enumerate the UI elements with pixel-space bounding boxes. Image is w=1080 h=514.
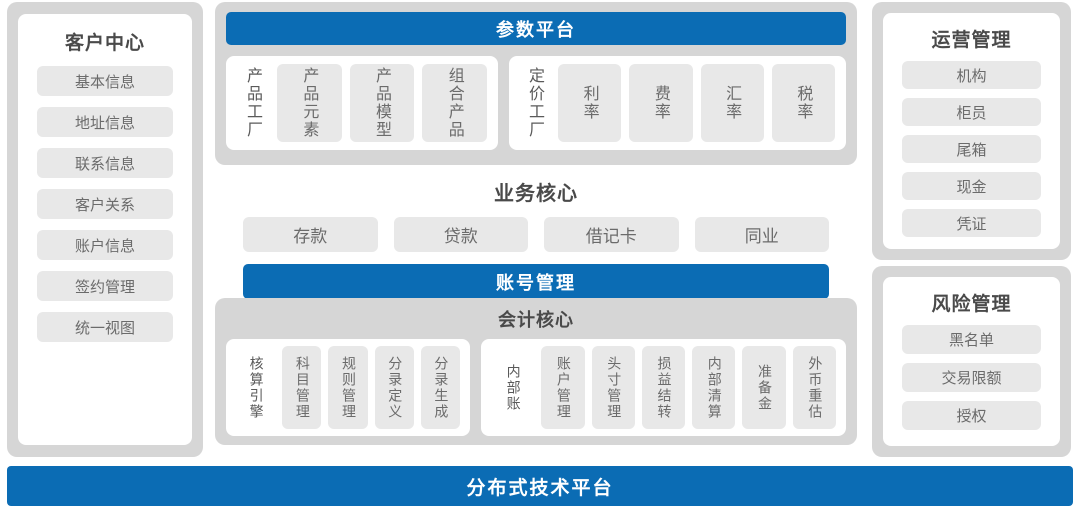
middle-column: 参数平台 产品工厂 产品元素 产品模型 组合产品 定价工厂 利率 费率 汇率 税… xyxy=(215,2,857,457)
customer-center-item-contact-info[interactable]: 联系信息 xyxy=(37,148,173,178)
customer-center-item-unified-view[interactable]: 统一视图 xyxy=(37,312,173,342)
customer-center-card: 客户中心 基本信息 地址信息 联系信息 客户关系 账户信息 签约管理 统一视图 xyxy=(18,14,192,445)
risk-card: 风险管理 黑名单 交易限额 授权 xyxy=(883,277,1060,446)
accounting-engine-item-entry-generation[interactable]: 分录生成 xyxy=(420,346,461,429)
distributed-tech-platform-bar[interactable]: 分布式技术平台 xyxy=(7,466,1073,506)
operations-item-teller[interactable]: 柜员 xyxy=(902,98,1041,126)
product-factory-group: 产品工厂 产品元素 产品模型 组合产品 xyxy=(226,56,498,150)
accounting-engine-item-subject-mgmt[interactable]: 科目管理 xyxy=(282,346,322,429)
product-factory-item-product-element[interactable]: 产品元素 xyxy=(277,64,342,142)
internal-account-group: 内部账 账户管理 头寸管理 损益结转 内部清算 准备金 外币重估 xyxy=(481,339,846,436)
accounting-engine-item-entry-definition[interactable]: 分录定义 xyxy=(374,346,414,429)
business-core-section: 业务核心 存款 贷款 借记卡 同业 账号管理 xyxy=(215,165,857,299)
operations-title: 运营管理 xyxy=(931,29,1012,51)
customer-center-item-address-info[interactable]: 地址信息 xyxy=(37,107,173,137)
pricing-factory-item-exchange-rate[interactable]: 汇率 xyxy=(700,64,764,142)
customer-center-item-account-info[interactable]: 账户信息 xyxy=(37,230,173,260)
internal-account-item-fx-revaluation[interactable]: 外币重估 xyxy=(792,346,836,429)
operations-item-cash[interactable]: 现金 xyxy=(902,172,1041,200)
accounting-engine-label: 核算引擎 xyxy=(247,355,264,420)
business-core-item-debit-card[interactable]: 借记卡 xyxy=(544,217,679,252)
param-platform-groups: 产品工厂 产品元素 产品模型 组合产品 定价工厂 利率 费率 汇率 税率 xyxy=(226,56,846,150)
internal-account-label: 内部账 xyxy=(504,363,521,412)
customer-center-item-customer-relation[interactable]: 客户关系 xyxy=(37,189,173,219)
pricing-factory-group: 定价工厂 利率 费率 汇率 税率 xyxy=(509,56,846,150)
risk-item-authorization[interactable]: 授权 xyxy=(902,401,1041,430)
operations-item-voucher[interactable]: 凭证 xyxy=(902,209,1041,237)
business-core-item-deposit[interactable]: 存款 xyxy=(243,217,378,252)
risk-item-transaction-limit[interactable]: 交易限额 xyxy=(902,363,1041,392)
customer-center-title: 客户中心 xyxy=(64,32,145,54)
business-core-title: 业务核心 xyxy=(494,181,578,205)
product-factory-item-composite-product[interactable]: 组合产品 xyxy=(422,64,488,142)
accounting-core-title: 会计核心 xyxy=(498,310,574,331)
operations-item-institution[interactable]: 机构 xyxy=(902,61,1041,89)
business-core-item-loan[interactable]: 贷款 xyxy=(393,217,528,252)
account-management-bar[interactable]: 账号管理 xyxy=(243,264,829,299)
param-platform-panel: 参数平台 产品工厂 产品元素 产品模型 组合产品 定价工厂 利率 费率 汇率 税… xyxy=(215,2,857,165)
internal-account-item-profit-loss-carryover[interactable]: 损益结转 xyxy=(641,346,686,429)
risk-panel: 风险管理 黑名单 交易限额 授权 xyxy=(872,266,1071,457)
customer-center-panel: 客户中心 基本信息 地址信息 联系信息 客户关系 账户信息 签约管理 统一视图 xyxy=(7,2,203,457)
risk-item-blacklist[interactable]: 黑名单 xyxy=(902,325,1041,354)
right-column: 运营管理 机构 柜员 尾箱 现金 凭证 风险管理 黑名单 交易限额 授权 xyxy=(872,2,1071,457)
pricing-factory-label: 定价工厂 xyxy=(526,67,545,139)
accounting-engine-item-rule-mgmt[interactable]: 规则管理 xyxy=(328,346,368,429)
risk-title: 风险管理 xyxy=(931,293,1012,315)
accounting-engine-group: 核算引擎 科目管理 规则管理 分录定义 分录生成 xyxy=(226,339,470,436)
business-core-item-interbank[interactable]: 同业 xyxy=(694,217,829,252)
internal-account-item-position-mgmt[interactable]: 头寸管理 xyxy=(591,346,635,429)
internal-account-item-account-mgmt[interactable]: 账户管理 xyxy=(541,346,585,429)
product-factory-label: 产品工厂 xyxy=(244,67,263,139)
business-core-items: 存款 贷款 借记卡 同业 xyxy=(243,217,829,252)
internal-account-item-internal-settlement[interactable]: 内部清算 xyxy=(692,346,736,429)
pricing-factory-item-fee-rate[interactable]: 费率 xyxy=(629,64,693,142)
accounting-core-panel: 会计核心 核算引擎 科目管理 规则管理 分录定义 分录生成 内部账 账户管理 头… xyxy=(215,298,857,445)
param-platform-header[interactable]: 参数平台 xyxy=(226,12,846,45)
pricing-factory-item-tax-rate[interactable]: 税率 xyxy=(771,64,835,142)
pricing-factory-item-interest-rate[interactable]: 利率 xyxy=(558,64,622,142)
operations-item-cash-box[interactable]: 尾箱 xyxy=(902,135,1041,163)
accounting-core-groups: 核算引擎 科目管理 规则管理 分录定义 分录生成 内部账 账户管理 头寸管理 损… xyxy=(226,339,846,436)
customer-center-item-contract-mgmt[interactable]: 签约管理 xyxy=(37,271,173,301)
operations-card: 运营管理 机构 柜员 尾箱 现金 凭证 xyxy=(883,13,1060,249)
operations-panel: 运营管理 机构 柜员 尾箱 现金 凭证 xyxy=(872,2,1071,260)
internal-account-item-reserve[interactable]: 准备金 xyxy=(742,346,786,429)
product-factory-item-product-model[interactable]: 产品模型 xyxy=(349,64,415,142)
customer-center-item-basic-info[interactable]: 基本信息 xyxy=(37,66,173,96)
